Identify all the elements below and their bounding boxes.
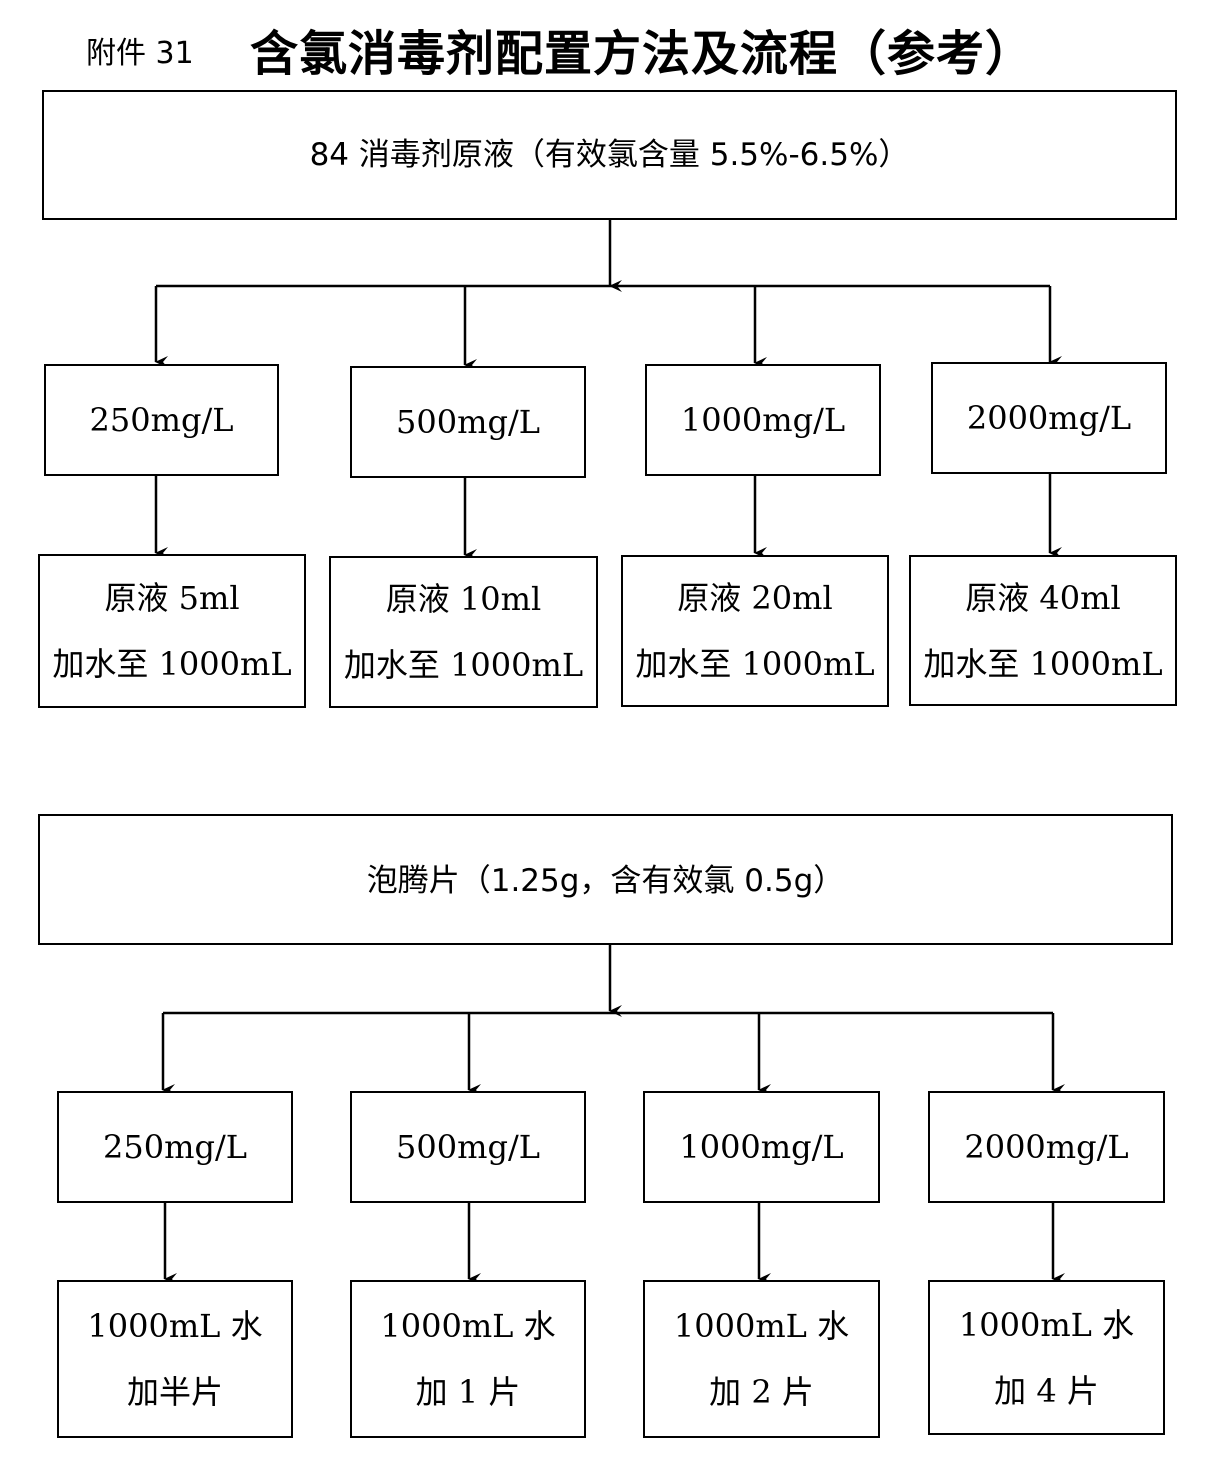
recipe-box: 1000mL 水 加半片 <box>57 1280 293 1438</box>
concentration-label: 500mg/L <box>396 1128 540 1166</box>
recipe-box: 1000mL 水 加 1 片 <box>350 1280 586 1438</box>
recipe-box: 原液 5ml 加水至 1000mL <box>38 554 306 708</box>
concentration-label: 1000mg/L <box>679 1128 844 1166</box>
recipe-line-2: 加半片 <box>126 1373 223 1411</box>
recipe-box: 原液 20ml 加水至 1000mL <box>621 555 889 707</box>
recipe-box: 1000mL 水 加 4 片 <box>928 1280 1165 1435</box>
concentration-box: 500mg/L <box>350 1091 586 1203</box>
recipe-line-1: 1000mL 水 <box>380 1307 556 1345</box>
concentration-box: 250mg/L <box>44 364 279 476</box>
concentration-box: 500mg/L <box>350 366 586 478</box>
recipe-line-2: 加 2 片 <box>709 1373 814 1411</box>
recipe-box: 原液 10ml 加水至 1000mL <box>329 556 598 708</box>
recipe-line-1: 原液 10ml <box>385 580 542 618</box>
attachment-label: 附件 31 <box>86 36 194 71</box>
concentration-label: 2000mg/L <box>966 399 1132 437</box>
recipe-line-1: 原液 40ml <box>965 578 1121 617</box>
recipe-line-2: 加水至 1000mL <box>343 646 584 684</box>
recipe-line-2: 加水至 1000mL <box>52 645 292 683</box>
recipe-line-2: 加水至 1000mL <box>635 645 875 683</box>
source-box-84-disinfectant: 84 消毒剂原液（有效氯含量 5.5%-6.5%） <box>42 90 1177 220</box>
recipe-line-2: 加水至 1000mL <box>923 644 1163 683</box>
concentration-box: 1000mg/L <box>643 1091 880 1203</box>
source-label: 泡腾片（1.25g，含有效氯 0.5g） <box>366 863 845 899</box>
recipe-line-1: 1000mL 水 <box>87 1307 263 1345</box>
recipe-line-1: 原液 20ml <box>677 579 833 617</box>
concentration-box: 2000mg/L <box>931 362 1167 474</box>
recipe-line-1: 1000mL 水 <box>958 1305 1135 1344</box>
source-box-effervescent-tablet: 泡腾片（1.25g，含有效氯 0.5g） <box>38 814 1173 945</box>
recipe-box: 原液 40ml 加水至 1000mL <box>909 555 1177 706</box>
recipe-box: 1000mL 水 加 2 片 <box>643 1280 880 1438</box>
page-title: 含氯消毒剂配置方法及流程（参考） <box>250 26 1035 82</box>
concentration-label: 2000mg/L <box>964 1128 1129 1166</box>
recipe-line-2: 加 1 片 <box>415 1373 521 1411</box>
concentration-box: 1000mg/L <box>645 364 881 476</box>
concentration-label: 1000mg/L <box>680 401 846 439</box>
source-label: 84 消毒剂原液（有效氯含量 5.5%-6.5%） <box>309 137 910 173</box>
concentration-label: 500mg/L <box>396 403 540 441</box>
recipe-line-1: 1000mL 水 <box>673 1307 850 1345</box>
recipe-line-2: 加 4 片 <box>994 1371 1099 1410</box>
concentration-box: 250mg/L <box>57 1091 293 1203</box>
recipe-line-1: 原液 5ml <box>104 579 240 617</box>
concentration-label: 250mg/L <box>89 401 234 439</box>
concentration-box: 2000mg/L <box>928 1091 1165 1203</box>
concentration-label: 250mg/L <box>103 1128 247 1166</box>
